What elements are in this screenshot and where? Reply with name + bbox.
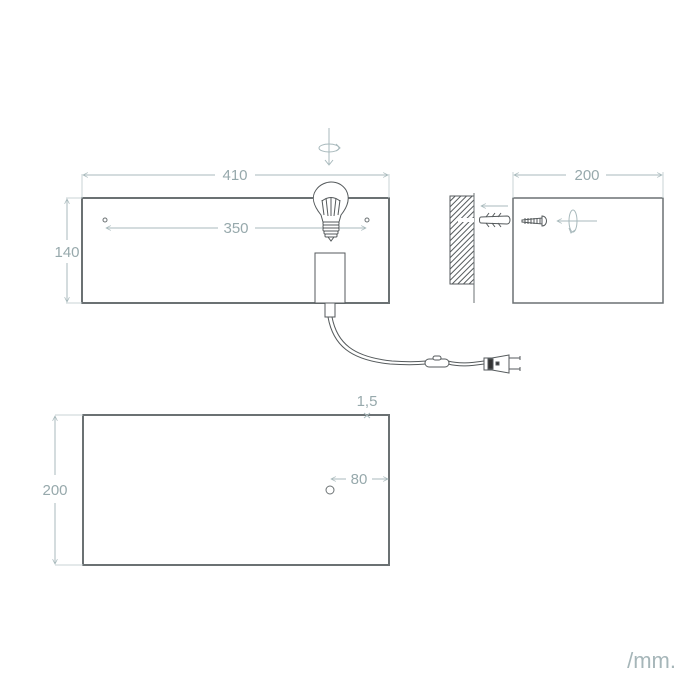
front-panel-outline: [81, 197, 390, 304]
thickness-label: 1,5: [357, 393, 378, 410]
front-view: 410 140 350: [54, 128, 521, 374]
hatched-wall: [449, 195, 475, 285]
screw-icon: [521, 215, 547, 227]
mounting-hole-right: [364, 217, 370, 223]
hole-offset-label: 80: [351, 471, 368, 488]
power-plug-icon: [483, 354, 521, 374]
dimension-80: 80: [331, 471, 388, 488]
side-depth-label: 200: [574, 167, 599, 184]
power-cable: [327, 316, 485, 367]
dimension-140: 140: [54, 197, 82, 304]
inline-switch-icon: [424, 355, 450, 368]
dimension-200-side: 200: [512, 167, 664, 198]
lamp-socket: [314, 252, 346, 304]
cable-hole: [325, 485, 335, 495]
wall-plug-anchor-icon: [479, 212, 511, 228]
light-bulb-icon: [312, 181, 349, 242]
wall-drill-hole: [458, 218, 474, 222]
width-label: 410: [222, 167, 247, 184]
dimension-thickness: 1,5: [357, 393, 378, 419]
height-label: 140: [54, 244, 79, 261]
dimension-410: 410: [81, 167, 390, 198]
side-panel-outline: [512, 197, 664, 304]
mounting-hole-left: [102, 217, 108, 223]
hole-spacing-label: 350: [223, 220, 248, 237]
side-view: 200: [449, 167, 664, 304]
dimension-200-top: 200: [42, 414, 83, 566]
screwing-rotation-icon: [557, 209, 597, 234]
rotate-arrow-icon: [318, 128, 341, 166]
top-depth-label: 200: [42, 482, 67, 499]
unit-label: /mm.: [627, 648, 676, 673]
dimension-350: 350: [106, 220, 366, 237]
cable-gland: [324, 302, 336, 318]
top-view: 200 1,5 80: [42, 393, 390, 566]
top-panel-outline: [82, 414, 390, 566]
